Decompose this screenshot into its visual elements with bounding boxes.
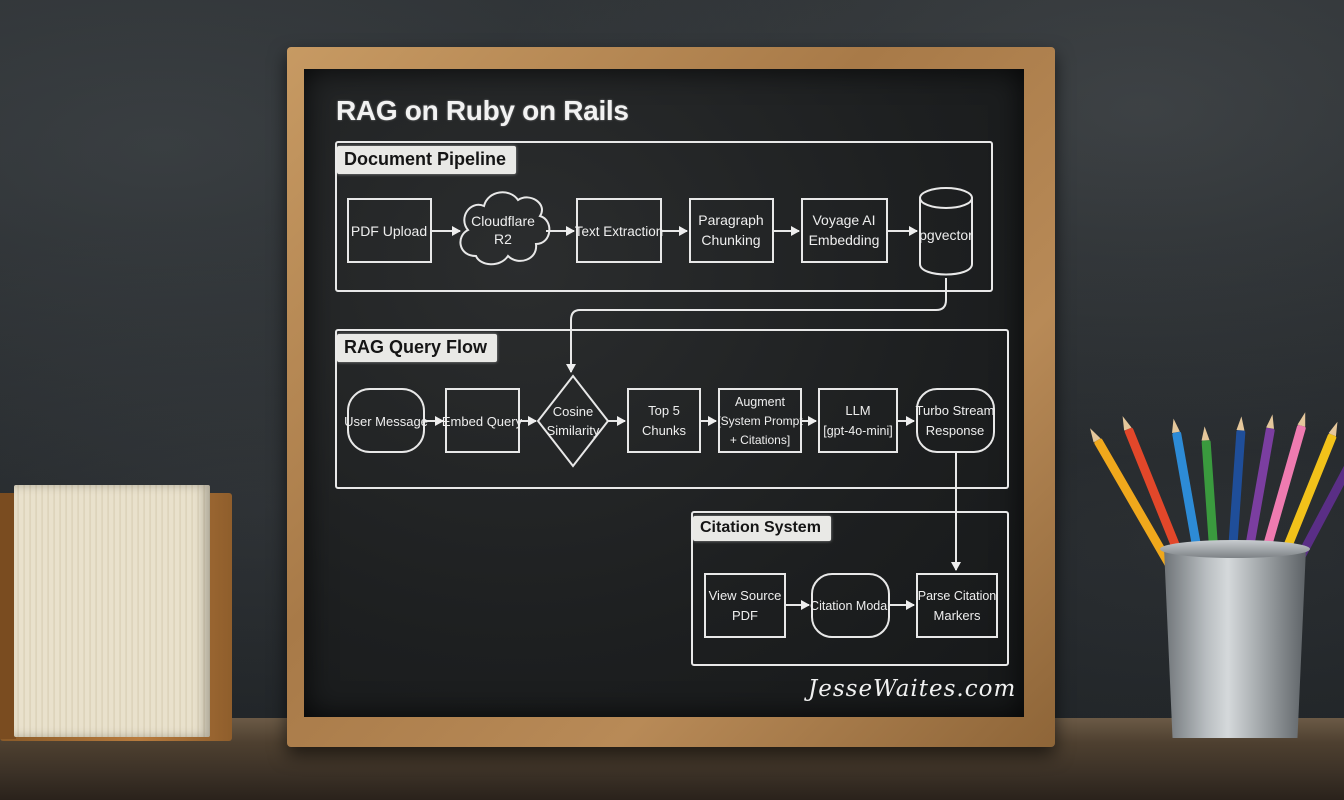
view-source-label-line2: PDF [732,608,758,623]
book-spine [0,493,16,739]
view-source-pdf-node [704,573,786,638]
citation-system-label: Citation System [693,516,831,541]
paragraph-label-line1: Paragraph [698,212,763,228]
document-pipeline-container [335,141,993,292]
top5-label-line2: Chunks [642,423,687,438]
cloudflare-label-line2: R2 [494,231,512,247]
voyage-label-line1: Voyage AI [812,212,875,228]
turbo-label-line2: Response [926,423,985,438]
metal-pencil-cup [1160,540,1310,740]
llm-label-line1: LLM [845,403,870,418]
cosine-label-line1: Cosine [553,404,593,419]
diagram-title: RAG on Ruby on Rails [336,95,629,126]
citation-system-container [691,511,1009,666]
pdf-upload-label: PDF Upload [351,223,427,239]
cosine-label-line2: Similarity [547,423,600,438]
cosine-similarity-node [536,374,610,468]
turbo-label-line1: Turbo Stream [916,403,995,418]
augment-label-line1: Augment [735,395,786,409]
arrow-pgvector-to-cosine [566,278,947,373]
cloudflare-label-line1: Cloudflare [471,213,535,229]
text-extraction-label: Text Extraction [575,224,664,239]
augment-label-line3: + Citations] [730,433,790,447]
view-source-label-line1: View Source [709,588,782,603]
rag-query-flow-label: RAG Query Flow [337,334,498,362]
turbo-stream-node [916,388,995,453]
rag-query-flow-container [335,329,1009,489]
parse-label-line1: Parse Citation [918,589,997,603]
voyage-label-line2: Embedding [809,232,880,248]
paragraph-chunking-node [689,198,774,263]
site-watermark: JesseWaites.com [808,676,1017,702]
augment-label-line2: [System Prompt [717,414,803,428]
pgvector-node [919,187,973,276]
embed-query-label: Embed Query [442,414,523,429]
pgvector-label: pgvector [919,227,973,243]
top5-chunks-node [627,388,701,453]
llm-node [818,388,898,453]
cloudflare-r2-node [459,191,551,266]
book-pages [14,485,210,737]
chalkboard-surface [304,69,1024,717]
cup-body [1164,548,1306,738]
llm-label-line2: [gpt-4o-mini] [823,424,892,438]
parse-citation-markers-node [916,573,998,638]
voyage-ai-embedding-node [801,198,888,263]
user-message-label: User Message [344,414,428,429]
document-pipeline-label: Document Pipeline [337,146,517,174]
parse-label-line2: Markers [934,608,981,623]
top5-label-line1: Top 5 [648,403,680,418]
cup-rim [1160,540,1310,558]
book-illustration [0,485,235,747]
paragraph-label-line2: Chunking [701,232,760,248]
citation-modal-label: Citation Modal [810,599,890,613]
